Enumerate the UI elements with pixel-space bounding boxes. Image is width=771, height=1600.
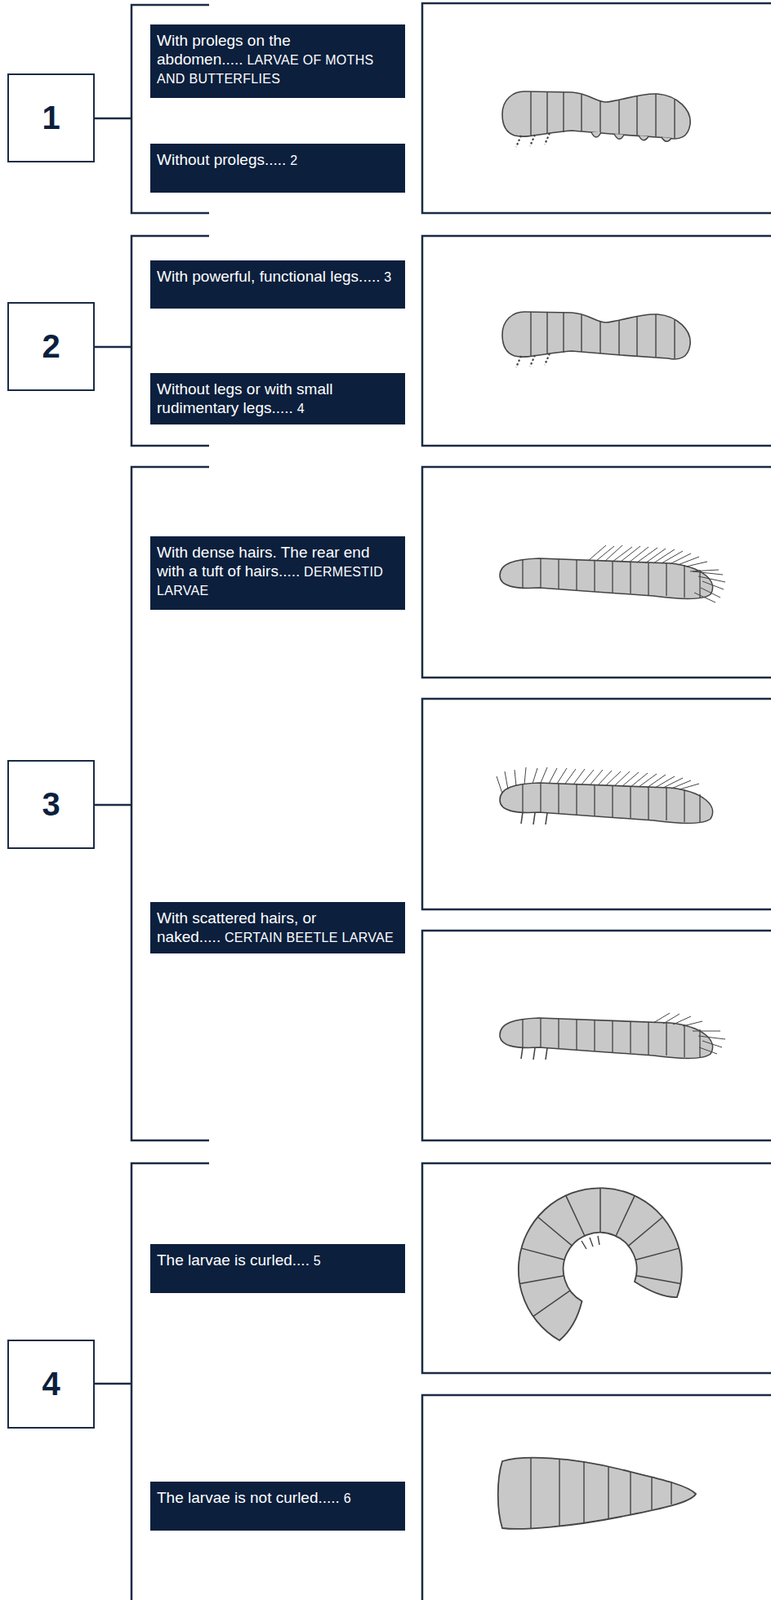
choice-description: With powerful, functional legs..... (156, 267, 381, 286)
choice-result: 5 (313, 1254, 321, 1269)
choice-text: The larvae is curled....5 (156, 1251, 399, 1271)
larva-drawing (502, 311, 691, 368)
choice-text: The larvae is not curled.....6 (156, 1488, 399, 1508)
choice-text: With dense hairs. The rear end with a tu… (156, 543, 399, 601)
illustration-panel (422, 3, 771, 1600)
curled-grub-drawing (518, 1188, 682, 1342)
step-number-box: 1 (7, 73, 95, 163)
choice-result: 3 (383, 270, 392, 285)
step-number: 1 (41, 99, 60, 137)
key-choice-box: With powerful, functional legs.....3 (150, 260, 406, 309)
step-number: 4 (41, 1366, 60, 1404)
choice-result: 6 (343, 1492, 352, 1507)
step-number-box: 2 (7, 302, 95, 392)
beetle-larva-drawing (499, 1013, 726, 1061)
choice-description: The larvae is not curled..... (156, 1489, 340, 1507)
key-choice-box: The larvae is curled....5 (150, 1244, 406, 1294)
choice-text: With scattered hairs, or naked.....CERTA… (156, 909, 399, 947)
choice-result: 4 (297, 401, 305, 416)
choice-result: 2 (289, 153, 298, 168)
step-number: 2 (41, 328, 60, 366)
choice-description: Without prolegs..... (156, 151, 286, 169)
choice-description: Without legs or with small rudimentary l… (156, 380, 333, 417)
choice-description: The larvae is curled.... (156, 1252, 310, 1270)
choice-text: With prolegs on the abdomen.....LARVAE O… (156, 31, 399, 89)
key-choice-box: With dense hairs. The rear end with a tu… (150, 536, 406, 611)
step-number: 3 (41, 786, 60, 824)
caterpillar-drawing (502, 91, 691, 148)
dermestid-larva-drawing (499, 545, 726, 603)
key-choice-box: With scattered hairs, or naked.....CERTA… (150, 902, 406, 954)
choice-text: Without legs or with small rudimentary l… (156, 379, 399, 418)
choice-text: With powerful, functional legs.....3 (156, 267, 399, 286)
choice-result: CERTAIN BEETLE LARVAE (224, 931, 394, 945)
key-choice-box: The larvae is not curled.....6 (150, 1482, 406, 1532)
key-bracket (94, 4, 210, 1600)
beetle-larva-drawing (496, 767, 714, 825)
key-choice-box: Without legs or with small rudimentary l… (150, 373, 406, 425)
maggot-drawing (498, 1457, 696, 1530)
choice-text: Without prolegs.....2 (156, 150, 399, 170)
key-choice-box: Without prolegs.....2 (150, 143, 406, 193)
step-number-box: 4 (7, 1340, 95, 1430)
key-choice-box: With prolegs on the abdomen.....LARVAE O… (150, 24, 406, 99)
step-number-box: 3 (7, 760, 95, 850)
